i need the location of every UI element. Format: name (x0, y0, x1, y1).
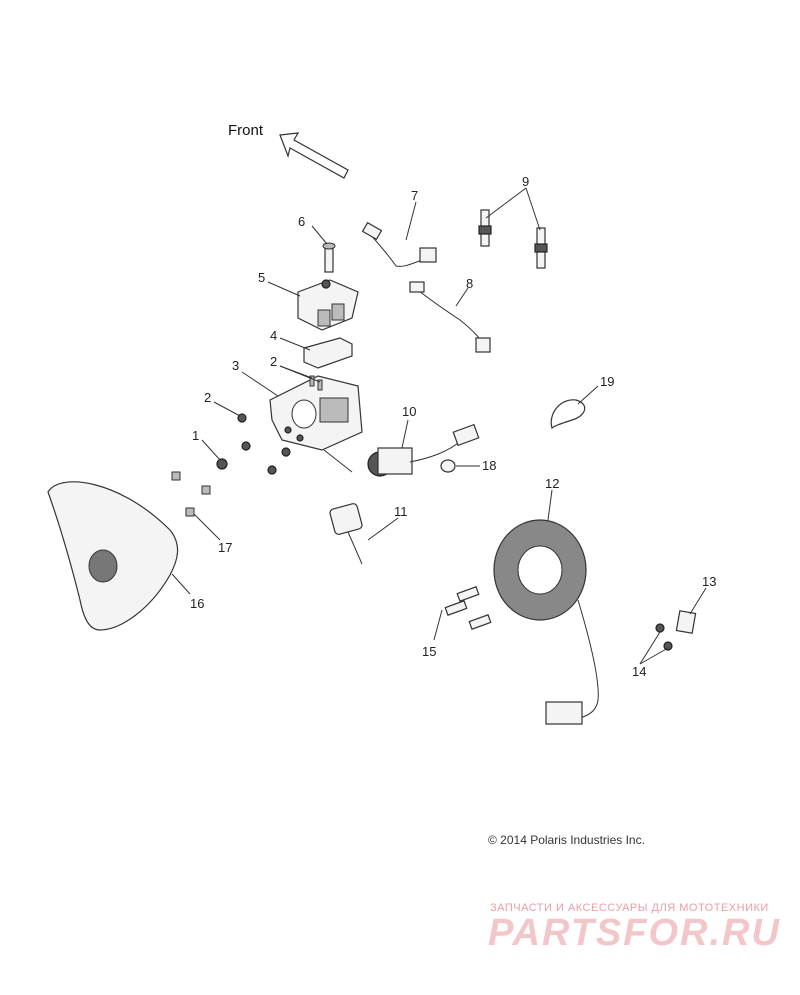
callout-18: 18 (482, 458, 496, 473)
part-5-ignition-coil[interactable] (297, 279, 359, 331)
callout-1: 1 (192, 428, 199, 443)
callout-4: 4 (270, 328, 277, 343)
callout-6: 6 (298, 214, 305, 229)
part-17-clips[interactable] (171, 471, 211, 517)
callout-8: 8 (466, 276, 473, 291)
watermark-logo: PARTSFOR.RU (488, 912, 781, 954)
part-6-bolt[interactable] (322, 242, 336, 273)
callout-12: 12 (545, 476, 559, 491)
callout-14: 14 (632, 664, 646, 679)
callout-5: 5 (258, 270, 265, 285)
part-7-plug-wire[interactable] (361, 221, 437, 267)
callout-16: 16 (190, 596, 204, 611)
callout-19: 19 (600, 374, 614, 389)
callout-9: 9 (522, 174, 529, 189)
part-15-bolts[interactable] (444, 586, 492, 630)
callout-11: 11 (394, 504, 408, 519)
part-8-plug-wire[interactable] (409, 281, 491, 353)
part-18-clip[interactable] (440, 459, 456, 473)
copyright-notice: © 2014 Polaris Industries Inc. (488, 833, 645, 847)
callout-3: 3 (232, 358, 239, 373)
part-2-screws[interactable] (237, 375, 323, 475)
part-4-bracket[interactable] (303, 337, 353, 369)
callout-2a: 2 (204, 390, 211, 405)
part-11-key[interactable] (329, 503, 363, 565)
callout-7: 7 (411, 188, 418, 203)
callout-2b: 2 (270, 354, 277, 369)
part-13-sensor[interactable] (675, 610, 697, 634)
callout-15: 15 (422, 644, 436, 659)
part-3-housing[interactable] (269, 375, 363, 451)
front-label: Front (228, 122, 264, 139)
watermark-subtitle: ЗАПЧАСТИ И АКСЕССУАРЫ ДЛЯ МОТОТЕХНИКИ (490, 902, 769, 914)
leader-lines (171, 187, 707, 665)
callout-13: 13 (702, 574, 716, 589)
part-14-screws[interactable] (655, 623, 673, 651)
part-16-headlight-cover[interactable] (47, 481, 179, 631)
part-1-nut[interactable] (216, 458, 228, 470)
part-9-spark-plugs[interactable] (478, 209, 548, 269)
callout-17: 17 (218, 540, 232, 555)
callout-10: 10 (402, 404, 416, 419)
part-19-clip[interactable] (550, 399, 586, 430)
part-10-ignition-switch[interactable] (367, 423, 480, 477)
front-arrow-icon (279, 132, 349, 179)
part-12-stator[interactable] (493, 519, 599, 725)
